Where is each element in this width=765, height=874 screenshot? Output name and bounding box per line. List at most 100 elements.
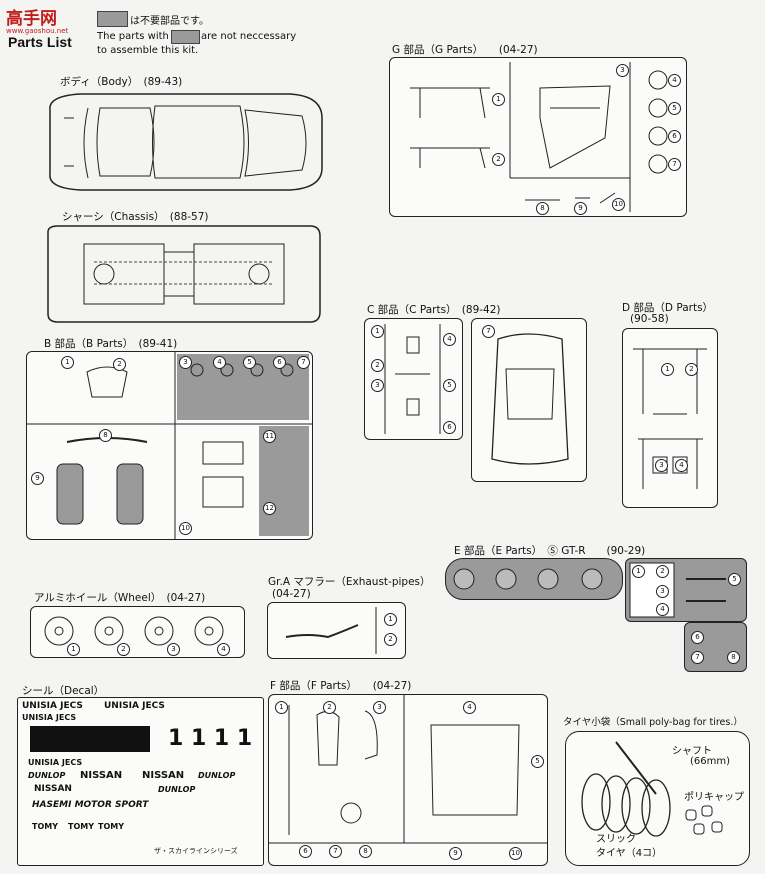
chassis-drawing <box>47 225 321 323</box>
site-watermark-logo: 高手网 www.gaoshou.net <box>6 4 68 35</box>
b-part-number: 4 <box>213 356 226 369</box>
exhaust-sprue: 1 2 <box>267 602 406 659</box>
d-part-number: 3 <box>655 459 668 472</box>
watermark-logo-text: 高手网 <box>6 9 57 28</box>
page-title: Parts List <box>8 34 72 50</box>
decal-tomy-3: TOMY <box>98 822 125 831</box>
exhaust-title-2: (04-27) <box>272 588 311 600</box>
g-part-number: 4 <box>668 74 681 87</box>
e-part-number: 8 <box>727 651 740 664</box>
decal-nissan-3: NISSAN <box>34 784 72 794</box>
note-en-1: The parts with <box>97 31 169 42</box>
decal-nissan-1: NISSAN <box>80 770 123 781</box>
e-part-number: 1 <box>632 565 645 578</box>
decal-unisia-3: UNISIA JECS <box>22 713 77 722</box>
f-part-number: 5 <box>531 755 544 768</box>
e-parts-sprue-small: 1 2 3 4 5 <box>625 558 747 622</box>
c-parts-sprue-b: 7 <box>471 318 587 482</box>
decal-dunlop-3: DUNLOP <box>158 785 196 794</box>
note-jp: は不要部品です。 <box>130 16 209 27</box>
d-part-number: 2 <box>685 363 698 376</box>
c-part-number: 4 <box>443 333 456 346</box>
e-parts-title: E 部品（E Parts） Ⓢ GT-R (90-29) <box>454 545 646 557</box>
wheel-section-title: アルミホイール（Wheel） (04-27) <box>34 592 206 604</box>
e-part-number: 6 <box>691 631 704 644</box>
b-part-number: 10 <box>179 522 192 535</box>
decal-unisia-4: UNISIA JECS <box>28 758 83 767</box>
b-part-number: 8 <box>99 429 112 442</box>
decal-tomy-1: TOMY <box>32 822 59 831</box>
b-part-number: 7 <box>297 356 310 369</box>
body-shell-drawing <box>49 93 323 191</box>
c-parts-window-drawing <box>491 333 569 465</box>
note-en-3: to assemble this kit. <box>97 45 199 56</box>
c-parts-sprue-a: 1 2 3 4 5 6 <box>364 318 463 440</box>
g-part-number: 6 <box>668 130 681 143</box>
decal-sheet: UNISIA JECS UNISIA JECS UNISIA JECS 1 1 … <box>17 697 264 866</box>
f-part-number: 7 <box>329 845 342 858</box>
d-parts-title-2: (90-58) <box>630 313 669 325</box>
tire-poly-bag: シャフト (66mm) ポリキャップ スリック タイヤ（4コ） <box>565 731 750 866</box>
exhaust-title-1: Gr.A マフラー（Exhaust-pipes） <box>268 576 431 588</box>
d-part-number: 1 <box>661 363 674 376</box>
b-part-number: 6 <box>273 356 286 369</box>
g-parts-title: G 部品（G Parts） (04-27) <box>392 44 538 56</box>
c-part-number: 2 <box>371 359 384 372</box>
body-section-title: ボディ（Body） (89-43) <box>60 76 183 88</box>
c-part-number: 5 <box>443 379 456 392</box>
wheel-drawing <box>44 616 224 646</box>
wheel-part-number: 1 <box>67 643 80 656</box>
unneeded-parts-swatch <box>97 11 128 27</box>
slick-tire-label-2: タイヤ（4コ） <box>596 848 663 859</box>
e-part-number: 4 <box>656 603 669 616</box>
decal-section-title: シール（Decal） <box>22 685 105 697</box>
wheel-part-number: 3 <box>167 643 180 656</box>
g-part-number: 2 <box>492 153 505 166</box>
f-part-number: 6 <box>299 845 312 858</box>
tires-section-title: タイヤ小袋（Small poly-bag for tires.） <box>563 717 743 728</box>
c-part-number: 7 <box>482 325 495 338</box>
f-part-number: 3 <box>373 701 386 714</box>
decal-footer-text: ザ・スカイラインシリーズ <box>154 847 238 855</box>
f-parts-sprue: 1 2 3 4 5 6 7 8 9 10 <box>268 694 548 866</box>
wheel-part-number: 2 <box>117 643 130 656</box>
unneeded-parts-swatch-inline <box>171 30 200 44</box>
decal-nissan-2: NISSAN <box>142 770 185 781</box>
b-part-number: 9 <box>31 472 44 485</box>
e-parts-sprue-wheels <box>445 558 623 600</box>
g-part-number: 8 <box>536 202 549 215</box>
g-part-number: 9 <box>574 202 587 215</box>
g-part-number: 7 <box>668 158 681 171</box>
g-part-number: 10 <box>612 198 625 211</box>
decal-dunlop-1: DUNLOP <box>28 771 66 780</box>
decal-unisia-2: UNISIA JECS <box>104 701 165 711</box>
c-part-number: 6 <box>443 421 456 434</box>
decal-unisia-1: UNISIA JECS <box>22 701 83 711</box>
b-part-number: 3 <box>179 356 192 369</box>
decal-tomy-2: TOMY <box>68 822 95 831</box>
f-part-number: 2 <box>323 701 336 714</box>
g-part-number: 5 <box>668 102 681 115</box>
d-parts-title-1: D 部品（D Parts） <box>622 302 714 314</box>
b-parts-drawing <box>27 352 312 539</box>
c-part-number: 1 <box>371 325 384 338</box>
decal-logo-block <box>30 726 150 752</box>
f-part-number: 10 <box>509 847 522 860</box>
b-part-number: 1 <box>61 356 74 369</box>
shaft-label: シャフト <box>672 746 712 757</box>
e-part-number: 2 <box>656 565 669 578</box>
shaft-size-label: (66mm) <box>690 756 731 767</box>
c-parts-title: C 部品（C Parts） (89-42) <box>367 304 501 316</box>
b-part-number: 11 <box>263 430 276 443</box>
wheel-part-number: 4 <box>217 643 230 656</box>
wheel-sprue: 1 2 3 4 <box>30 606 245 658</box>
exhaust-part-number: 2 <box>384 633 397 646</box>
f-parts-drawing <box>269 695 547 844</box>
f-part-number: 1 <box>275 701 288 714</box>
f-part-number: 9 <box>449 847 462 860</box>
d-part-number: 4 <box>675 459 688 472</box>
decal-dunlop-2: DUNLOP <box>198 771 236 780</box>
f-part-number: 4 <box>463 701 476 714</box>
f-part-number: 8 <box>359 845 372 858</box>
chassis-section-title: シャーシ（Chassis） (88-57) <box>62 211 209 223</box>
